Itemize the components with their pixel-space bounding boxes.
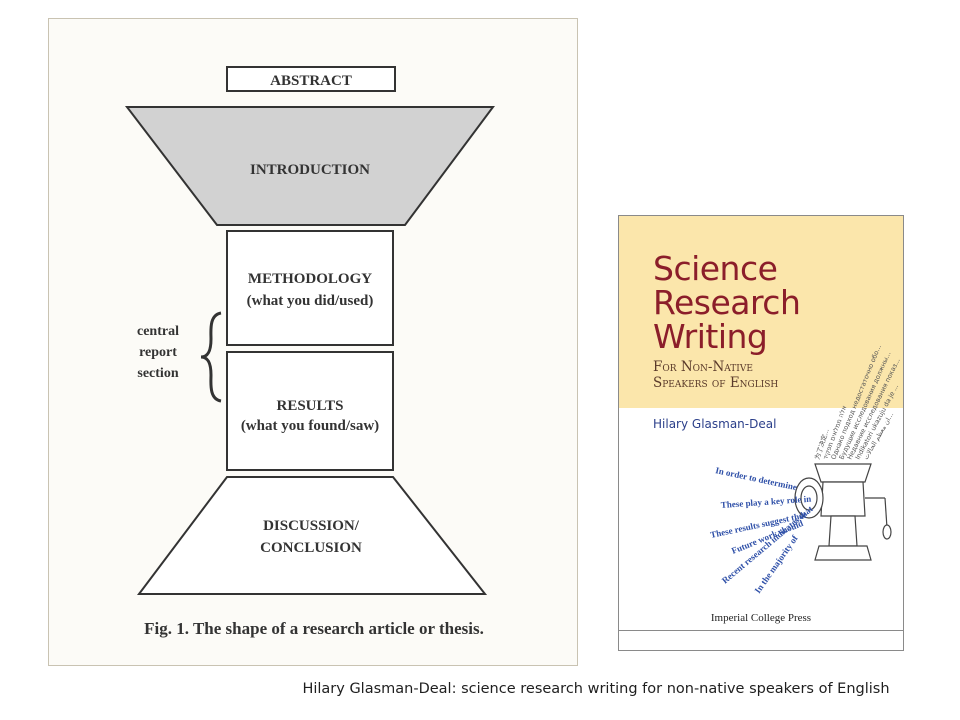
results-box	[226, 351, 394, 471]
book-subtitle-line1: For Non-Native	[653, 359, 753, 375]
slide-caption: Hilary Glasman-Deal: science research wr…	[302, 681, 890, 697]
curly-brace	[200, 311, 222, 403]
abstract-label: ABSTRACT	[270, 73, 352, 89]
introduction-label: INTRODUCTION	[250, 162, 370, 178]
meat-grinder-illustration: 为了决定... אלה ממלאים תפקיד Однако подход н…	[709, 344, 901, 595]
discussion-label-line2: CONCLUSION	[260, 540, 362, 556]
book-subtitle-line2: Speakers of English	[653, 375, 779, 391]
methodology-sublabel: (what you did/used)	[247, 293, 374, 309]
results-label: RESULTS	[277, 398, 344, 414]
abstract-box	[226, 66, 396, 92]
book-cover: Science Research Writing For Non-Native …	[618, 215, 904, 651]
side-label-line2: report	[139, 345, 177, 360]
cover-bottom-line	[619, 630, 903, 631]
side-label-line3: section	[137, 366, 178, 381]
book-title-line3: Writing	[653, 317, 768, 356]
methodology-label: METHODOLOGY	[248, 271, 372, 287]
side-label-line1: central	[137, 324, 179, 339]
discussion-label-line1: DISCUSSION/	[263, 518, 360, 534]
figure-panel: ABSTRACT INTRODUCTION METHODOLOGY (what …	[48, 18, 578, 666]
methodology-box	[226, 230, 394, 346]
script-phrases: 为了决定... אלה ממלאים תפקיד Однако подход н…	[812, 344, 901, 461]
research-article-shape-diagram: ABSTRACT INTRODUCTION METHODOLOGY (what …	[124, 66, 495, 638]
cover-phrase: In order to determine	[715, 465, 798, 492]
results-sublabel: (what you found/saw)	[241, 418, 379, 434]
book-author: Hilary Glasman-Deal	[653, 417, 777, 431]
grinder-drawing	[794, 463, 892, 561]
book-title-line1: Science	[653, 249, 778, 288]
figure-caption: Fig. 1. The shape of a research article …	[144, 619, 484, 638]
discussion-trapezoid	[136, 476, 488, 595]
introduction-funnel	[124, 106, 495, 226]
cover-top-band	[619, 216, 903, 408]
book-title-line2: Research	[653, 283, 801, 322]
book-publisher: Imperial College Press	[710, 612, 812, 624]
